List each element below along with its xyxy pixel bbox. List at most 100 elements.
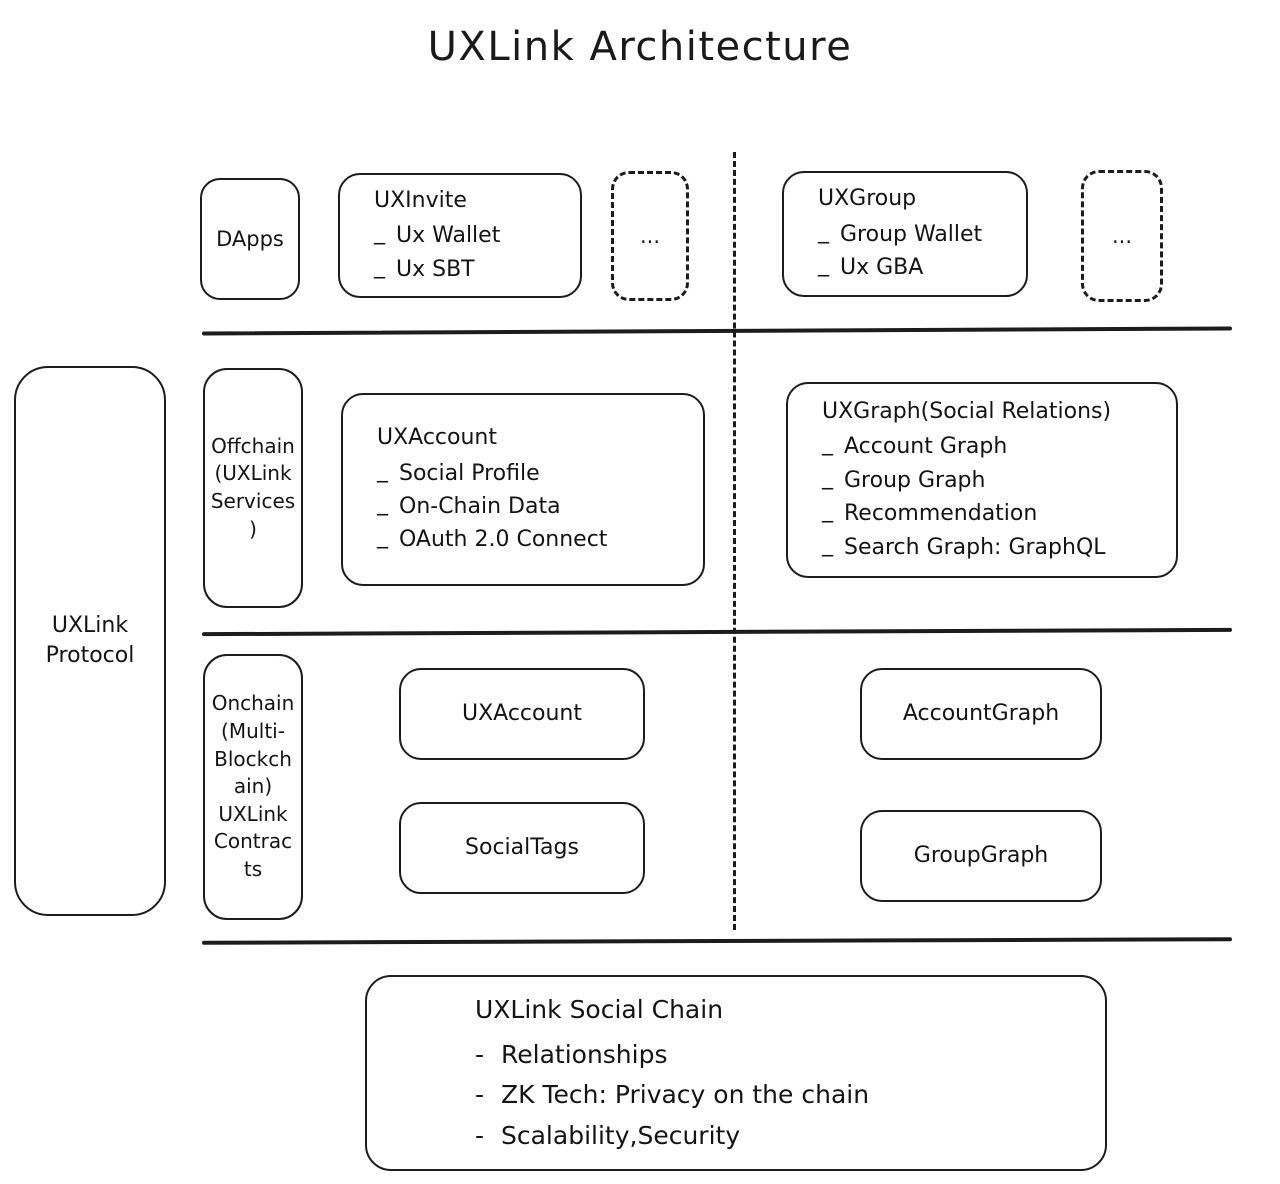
dapps-label: DApps [216,226,284,251]
uxgraph-title: UXGraph(Social Relations) [822,399,1112,425]
bullet-hyphen-icon: - [475,1120,485,1150]
uxgraph-item-label: Recommendation [844,501,1038,527]
node-offchain-services-content: Offchain (UXLink Services ) [205,370,301,606]
node-uxaccount-offchain[interactable]: UXAccount _ Social Profile _ On-Chain Da… [341,393,705,586]
node-uxgroup[interactable]: UXGroup _ Group Wallet _ Ux GBA [782,171,1028,297]
list-item: _ OAuth 2.0 Connect [377,524,608,555]
list-item: _ Group Graph [822,465,1106,496]
bullet-dash-icon: _ [377,491,388,516]
social-chain-item-list: - Relationships - ZK Tech: Privacy on th… [475,1032,869,1154]
uxlink-protocol-line-1: UXLink [51,612,129,638]
node-accountgraph-content: AccountGraph [862,670,1100,758]
ellipsis-icon: ... [639,223,661,248]
uxinvite-title: UXInvite [374,187,467,213]
onchain-line-3: Blockch [214,746,292,771]
uxaccount-offchain-title: UXAccount [377,425,498,451]
social-chain-title: UXLink Social Chain [475,995,724,1024]
node-uxaccount-onchain[interactable]: UXAccount [399,668,645,760]
node-uxaccount-onchain-content: UXAccount [401,670,643,758]
accountgraph-label: AccountGraph [902,700,1060,726]
node-more-applications-right-content: ... [1084,173,1160,299]
offchain-line-2: (UXLink [214,461,292,486]
bullet-dash-icon: _ [822,498,833,524]
node-dapps[interactable]: DApps [200,178,300,300]
offchain-line-4: ) [249,516,257,541]
list-item: _ Ux GBA [818,252,982,283]
bullet-dash-icon: _ [818,252,829,278]
node-socialtags-content: SocialTags [401,804,643,892]
bullet-dash-icon: _ [818,218,829,244]
onchain-line-2: (Multi- [221,719,285,744]
node-accountgraph[interactable]: AccountGraph [860,668,1102,760]
node-uxlink-protocol-content: UXLink Protocol [16,368,164,914]
uxaccount-offchain-item-label: On-Chain Data [399,494,561,519]
uxgroup-title: UXGroup [818,186,917,212]
offchain-line-1: Offchain [211,433,295,458]
node-uxgraph-content: UXGraph(Social Relations) _ Account Grap… [788,384,1176,576]
onchain-line-5: UXLink [218,801,288,826]
list-item: _ Recommendation [822,498,1106,529]
node-more-applications-left[interactable]: ... [611,171,689,301]
list-item: _ Ux SBT [374,253,500,285]
node-uxgraph[interactable]: UXGraph(Social Relations) _ Account Grap… [786,382,1178,578]
uxaccount-offchain-item-label: OAuth 2.0 Connect [399,527,608,553]
uxaccount-offchain-item-label: Social Profile [399,460,540,486]
uxaccount-onchain-label: UXAccount [461,700,582,726]
node-offchain-services[interactable]: Offchain (UXLink Services ) [203,368,303,608]
node-dapps-content: DApps [202,180,298,298]
bullet-dash-icon: _ [822,531,833,557]
uxinvite-item-label: Ux SBT [396,256,475,282]
uxgraph-item-list: _ Account Graph _ Group Graph _ Recommen… [822,429,1106,562]
list-item: _ Search Graph: GraphQL [822,531,1106,563]
list-item: _ Account Graph [822,431,1106,462]
node-groupgraph-content: GroupGraph [862,812,1100,900]
vertical-divider-account-graph [733,152,736,930]
node-uxinvite-content: UXInvite _ Ux Wallet _ Ux SBT [340,175,580,296]
list-item: - ZK Tech: Privacy on the chain [475,1078,869,1113]
uxgraph-item-label: Search Graph: GraphQL [844,534,1106,560]
list-item: _ Social Profile [377,457,607,489]
node-uxlink-social-chain[interactable]: UXLink Social Chain - Relationships - ZK… [365,975,1107,1171]
onchain-line-4: ain) [233,774,273,799]
bullet-dash-icon: _ [374,253,385,279]
uxgroup-item-label: Ux GBA [840,255,924,281]
list-item: _ Ux Wallet [374,220,501,251]
node-socialtags[interactable]: SocialTags [399,802,645,894]
onchain-line-1: Onchain [211,691,295,716]
node-uxaccount-offchain-content: UXAccount _ Social Profile _ On-Chain Da… [343,395,703,584]
bullet-dash-icon: _ [377,524,388,550]
groupgraph-label: GroupGraph [913,842,1049,868]
layer-divider-offchain-onchain [201,627,1233,637]
uxinvite-item-label: Ux Wallet [396,223,501,249]
bullet-dash-icon: _ [377,457,388,483]
uxgraph-item-label: Account Graph [844,434,1008,460]
layer-divider-onchain-socialchain [201,937,1233,945]
node-uxlink-social-chain-content: UXLink Social Chain - Relationships - ZK… [367,977,1105,1169]
socialtags-label: SocialTags [465,834,579,860]
social-chain-item-label: Relationships [501,1039,668,1069]
uxaccount-offchain-item-list: _ Social Profile _ On-Chain Data _ OAuth… [377,456,607,556]
node-uxlink-protocol[interactable]: UXLink Protocol [14,366,166,916]
onchain-line-6: Contrac [213,829,293,854]
node-uxinvite[interactable]: UXInvite _ Ux Wallet _ Ux SBT [338,173,582,298]
social-chain-item-label: Scalability,Security [501,1120,741,1150]
node-more-applications-left-content: ... [614,174,686,298]
list-item: - Scalability,Security [475,1119,869,1154]
bullet-dash-icon: _ [374,220,385,246]
page-title: UXLink Architecture [427,24,853,70]
node-uxgroup-content: UXGroup _ Group Wallet _ Ux GBA [784,173,1026,295]
uxlink-protocol-line-2: Protocol [45,643,135,668]
uxgroup-item-list: _ Group Wallet _ Ux GBA [818,217,982,284]
node-onchain-contracts[interactable]: Onchain (Multi- Blockch ain) UXLink Cont… [203,654,303,920]
social-chain-item-label: ZK Tech: Privacy on the chain [501,1080,870,1109]
node-onchain-contracts-content: Onchain (Multi- Blockch ain) UXLink Cont… [205,656,301,918]
node-groupgraph[interactable]: GroupGraph [860,810,1102,902]
node-more-applications-right[interactable]: ... [1081,170,1163,302]
bullet-hyphen-icon: - [475,1039,485,1069]
list-item: - Relationships [475,1038,869,1073]
onchain-line-7: ts [243,856,263,881]
uxinvite-item-list: _ Ux Wallet _ Ux SBT [374,218,500,285]
uxgroup-item-label: Group Wallet [840,221,983,247]
ellipsis-icon: ... [1111,223,1133,248]
